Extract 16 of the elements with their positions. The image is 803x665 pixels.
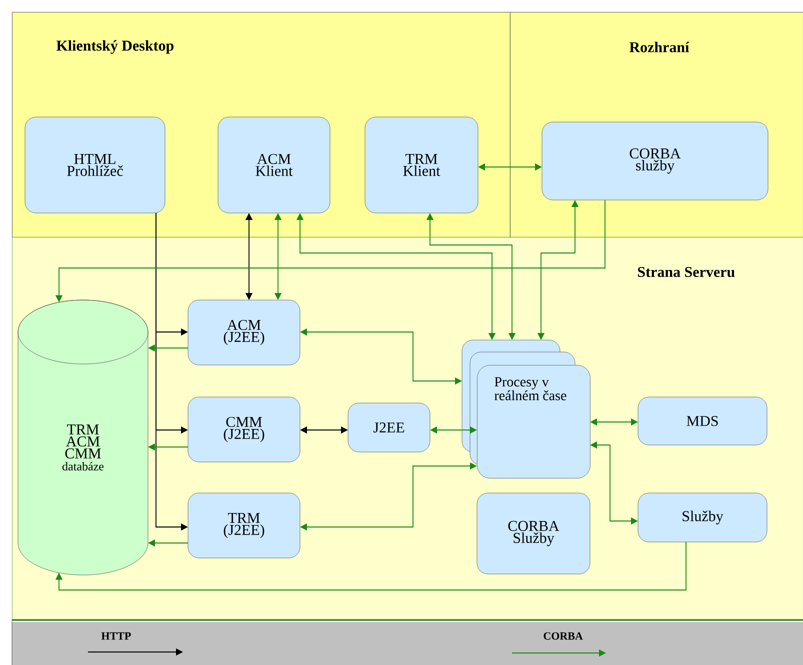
process-box: Služby bbox=[638, 492, 768, 542]
process-box: MDS bbox=[638, 396, 768, 446]
legend-label: HTTP bbox=[101, 632, 131, 640]
process-box: ACM (J2EE) bbox=[188, 300, 300, 366]
process-box: HTML Prohlížeč bbox=[24, 116, 166, 214]
process-box: TRM (J2EE) bbox=[188, 492, 300, 558]
legend-label: CORBA bbox=[544, 632, 583, 640]
process-box: CORBA Služby bbox=[476, 492, 590, 574]
arrow bbox=[55, 542, 686, 590]
process-box: CORBA služby bbox=[542, 122, 768, 200]
stacked-process-boxes: Procesy v reálném čase bbox=[462, 340, 590, 478]
process-box: TRM Klient bbox=[364, 116, 478, 214]
process-box: J2EE bbox=[348, 402, 430, 452]
process-box: ACM Klient bbox=[218, 116, 330, 214]
process-box: CMM (J2EE) bbox=[188, 396, 300, 462]
database-cylinder: TRM ACM CMM databáze bbox=[18, 300, 148, 576]
